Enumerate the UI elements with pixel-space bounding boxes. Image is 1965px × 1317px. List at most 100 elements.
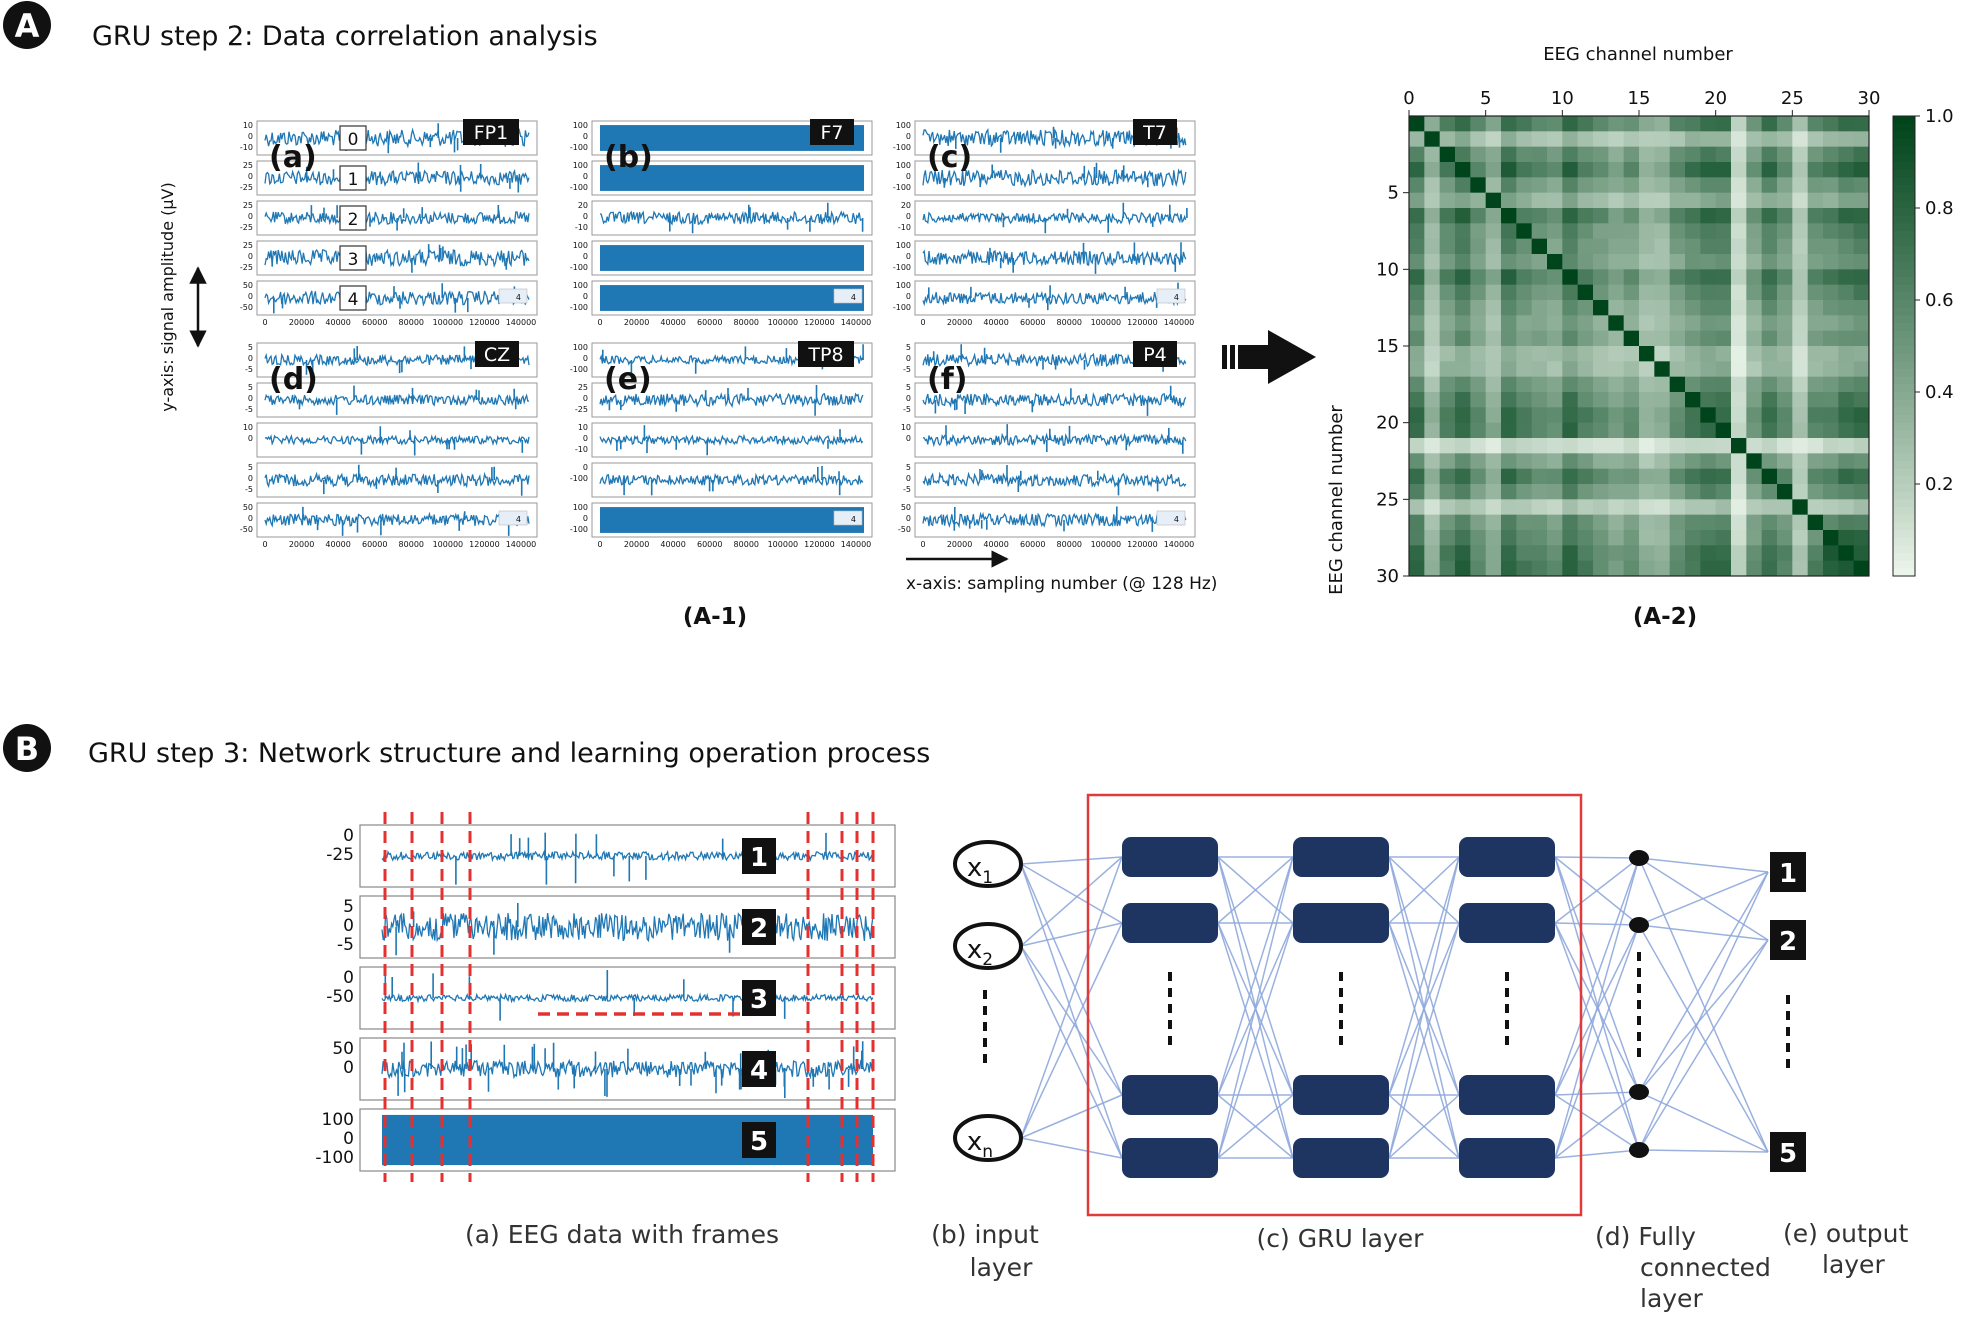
heatmap-cell	[1531, 146, 1548, 163]
heatmap-cell	[1424, 376, 1441, 393]
heatmap-cell	[1639, 162, 1655, 178]
y-tick: 0	[248, 292, 253, 301]
heatmap-cell	[1593, 468, 1609, 485]
x-tick: 0	[262, 318, 267, 327]
heatmap-cell	[1731, 468, 1747, 485]
heatmap-cell	[1853, 116, 1870, 132]
heatmap-cell	[1623, 346, 1640, 362]
heatmap-cell	[1731, 284, 1747, 301]
heatmap-cell	[1547, 453, 1563, 470]
heatmap-cell	[1562, 223, 1579, 240]
heatmap-cell	[1669, 223, 1686, 240]
heatmap-cell	[1547, 284, 1563, 301]
heatmap-cell	[1623, 438, 1640, 454]
y-tick: -5	[245, 405, 253, 414]
y-tick: -100	[893, 143, 911, 152]
heatmap-cell	[1700, 346, 1717, 362]
heatmap-cell	[1823, 192, 1839, 209]
legend-box	[1156, 288, 1186, 304]
channel-label-bg	[1133, 341, 1177, 367]
heatmap-cell	[1807, 453, 1824, 470]
heatmap-cell	[1455, 361, 1471, 378]
heatmap-cell	[1777, 177, 1793, 194]
y-tick: 5	[248, 383, 253, 392]
eeg-row-label-bg	[742, 1122, 776, 1158]
network-edge	[1020, 863, 1123, 1096]
heatmap-cell	[1654, 223, 1671, 240]
heatmap-cell	[1608, 192, 1625, 209]
heatmap-cell	[1501, 162, 1517, 178]
heatmap-cell	[1562, 453, 1579, 470]
x-tick: 60000	[697, 318, 722, 327]
heatmap-cell	[1439, 192, 1456, 209]
heatmap-cell	[1715, 284, 1732, 301]
heatmap-cell	[1577, 484, 1594, 500]
heatmap-cell	[1470, 177, 1487, 194]
heatmap-cell	[1547, 376, 1563, 393]
heatmap-cell	[1685, 407, 1701, 424]
row-number: 2	[348, 210, 359, 230]
heatmap-cell	[1838, 315, 1855, 332]
heatmap-cell	[1562, 254, 1579, 270]
heatmap-cell	[1807, 238, 1824, 255]
heatmap-cell	[1562, 376, 1579, 393]
heatmap-cell	[1685, 284, 1701, 301]
heatmap-cell	[1761, 238, 1778, 255]
heatmap-cell	[1792, 116, 1809, 132]
y-tick: -100	[570, 303, 588, 312]
heatmap-cell	[1731, 530, 1747, 546]
heatmap-cell	[1531, 438, 1548, 454]
heatmap-cell	[1623, 361, 1640, 378]
eeg-y-tick: 100	[322, 1110, 354, 1130]
heatmap-cell	[1608, 407, 1625, 424]
heatmap-cell	[1838, 254, 1855, 270]
heatmap-cell	[1807, 407, 1824, 424]
eeg-y-tick: 0	[343, 1058, 354, 1078]
y-tick: 100	[573, 281, 588, 290]
heatmap-cell	[1761, 560, 1778, 577]
heatmap-cell	[1761, 392, 1778, 408]
heatmap-cell	[1731, 499, 1747, 516]
heatmap-cell	[1746, 514, 1763, 531]
heatmap-cell	[1547, 346, 1563, 362]
heatmap-cell	[1593, 284, 1609, 301]
heatmap-cell	[1715, 392, 1732, 408]
heatmap-cell	[1639, 468, 1655, 485]
heatmap-cell	[1654, 315, 1671, 332]
heatmap-cell	[1669, 116, 1686, 132]
heatmap-cell	[1501, 530, 1517, 546]
y-tick: 5	[906, 463, 911, 472]
colorbar-step	[1893, 300, 1915, 309]
y-tick: 100	[896, 281, 911, 290]
heatmap-cell	[1485, 499, 1502, 516]
channel-label-bg	[810, 119, 854, 145]
heatmap-x-tick: 25	[1781, 88, 1804, 109]
heatmap-cell	[1838, 422, 1855, 439]
network-edge	[1554, 924, 1640, 1159]
heatmap-cell	[1746, 177, 1763, 194]
heatmap-cell	[1685, 146, 1701, 163]
heatmap-cell	[1439, 468, 1456, 485]
heatmap-cell	[1485, 269, 1502, 286]
y-tick: -25	[240, 263, 253, 272]
channel-label: CZ	[484, 344, 510, 366]
caption-fc-1: (d) Fully	[1595, 1222, 1696, 1251]
y-tick: 0	[906, 172, 911, 181]
colorbar-step	[1893, 177, 1915, 186]
x-tick: 0	[597, 318, 602, 327]
heatmap-cell	[1792, 223, 1809, 240]
heatmap-cell	[1685, 468, 1701, 485]
network-edge	[1388, 1094, 1460, 1159]
heatmap-cell	[1838, 208, 1855, 224]
colorbar-step	[1893, 146, 1915, 155]
heatmap-cell	[1823, 223, 1839, 240]
heatmap-cell	[1439, 422, 1456, 439]
heatmap-cell	[1654, 392, 1671, 408]
heatmap-cell	[1485, 407, 1502, 424]
heatmap-cell	[1623, 146, 1640, 163]
heatmap-cell	[1501, 146, 1517, 163]
colorbar-step	[1893, 208, 1915, 217]
heatmap-cell	[1577, 361, 1594, 378]
heatmap-cell	[1547, 300, 1563, 316]
heatmap-cell	[1455, 376, 1471, 393]
